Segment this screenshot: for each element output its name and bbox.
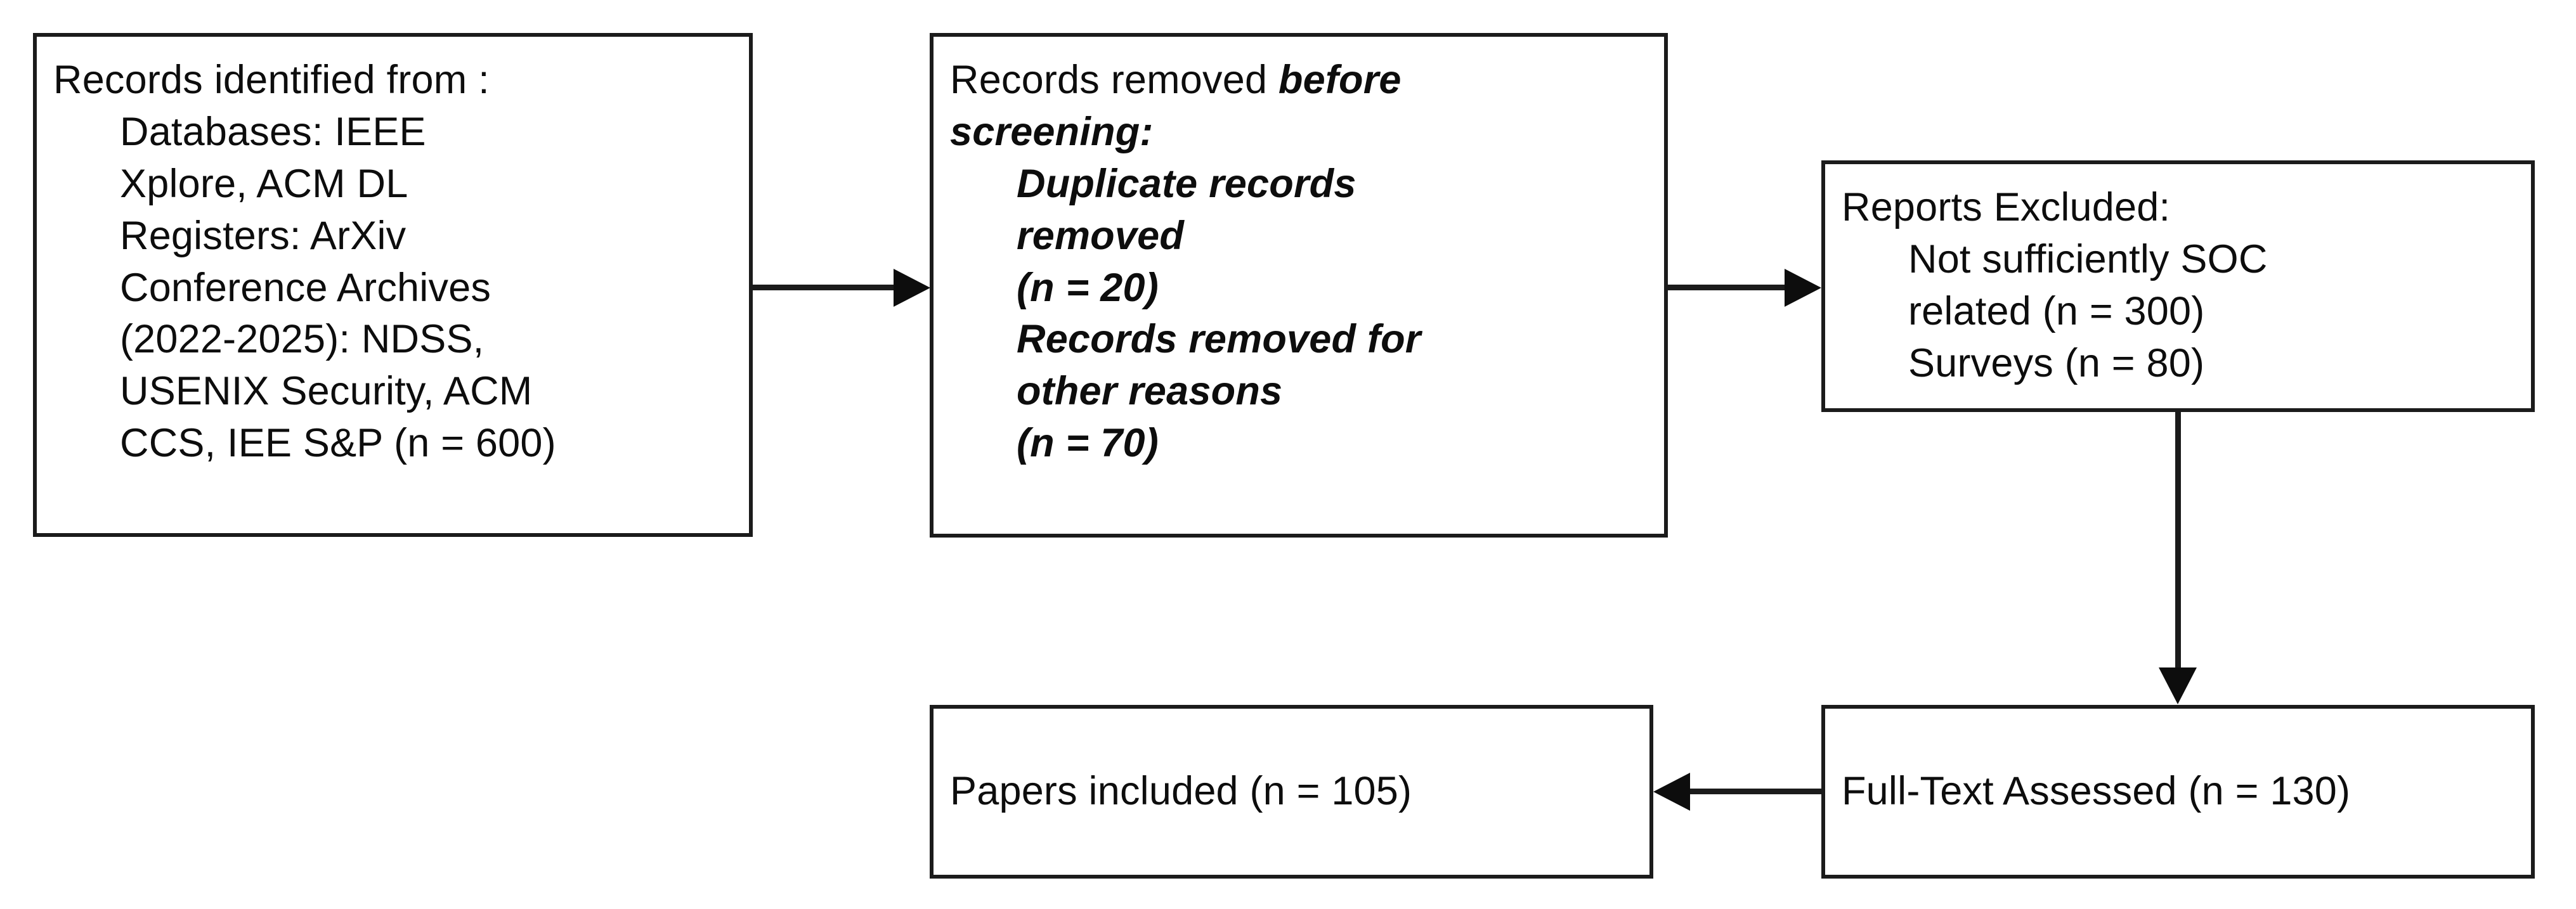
box2-line-6: Records removed for [1017, 317, 1421, 362]
box5-line-1: Full-Text Assessed (n = 130) [1842, 769, 2351, 814]
arrow-right-icon [894, 269, 930, 307]
box3-line-4: Surveys (n = 80) [1908, 340, 2205, 385]
box1-line-5: Conference Archives [120, 265, 491, 310]
connector-line [2175, 412, 2181, 668]
box2-line-7: other reasons [1017, 369, 1283, 414]
arrow-right-icon [1785, 269, 1821, 307]
box3-line-1: Reports Excluded: [1842, 185, 2171, 229]
arrow-down-icon [2159, 667, 2197, 704]
connector-line [1668, 285, 1785, 290]
box2-line-4: removed [1017, 213, 1185, 258]
box3-line-3: related (n = 300) [1908, 288, 2205, 333]
box1-line-3: Xplore, ACM DL [120, 161, 408, 206]
box-papers-included: Papers included (n = 105) [930, 705, 1653, 879]
box1-line-6: (2022-2025): NDSS, [120, 317, 485, 362]
box1-line-8: CCS, IEE S&P (n = 600) [120, 421, 556, 466]
box-records-removed: Records removed before screening: Duplic… [930, 33, 1668, 538]
box4-line-1: Papers included (n = 105) [950, 769, 1412, 814]
box1-line-1: Records identified from : [53, 58, 490, 102]
box2-line-3: Duplicate records [1017, 161, 1356, 206]
box2-line-1-emph: before [1278, 58, 1402, 102]
box-records-identified: Records identified from : Databases: IEE… [33, 33, 753, 537]
box2-line-5: (n = 20) [1017, 265, 1159, 310]
box2-line-1-lead: Records removed [950, 58, 1278, 102]
box1-line-2: Databases: IEEE [120, 109, 426, 154]
box3-line-2: Not sufficiently SOC [1908, 236, 2268, 281]
connector-line [753, 285, 895, 290]
box-full-text-assessed: Full-Text Assessed (n = 130) [1821, 705, 2535, 879]
box2-line-1: Records removed before [950, 55, 1648, 106]
connector-line [1690, 789, 1823, 794]
arrow-left-icon [1653, 773, 1690, 811]
box1-line-4: Registers: ArXiv [120, 213, 407, 258]
box2-line-2: screening: [950, 109, 1154, 154]
box2-line-8: (n = 70) [1017, 421, 1159, 466]
box-reports-excluded: Reports Excluded: Not sufficiently SOC r… [1821, 160, 2535, 412]
box1-line-7: USENIX Security, ACM [120, 369, 533, 414]
